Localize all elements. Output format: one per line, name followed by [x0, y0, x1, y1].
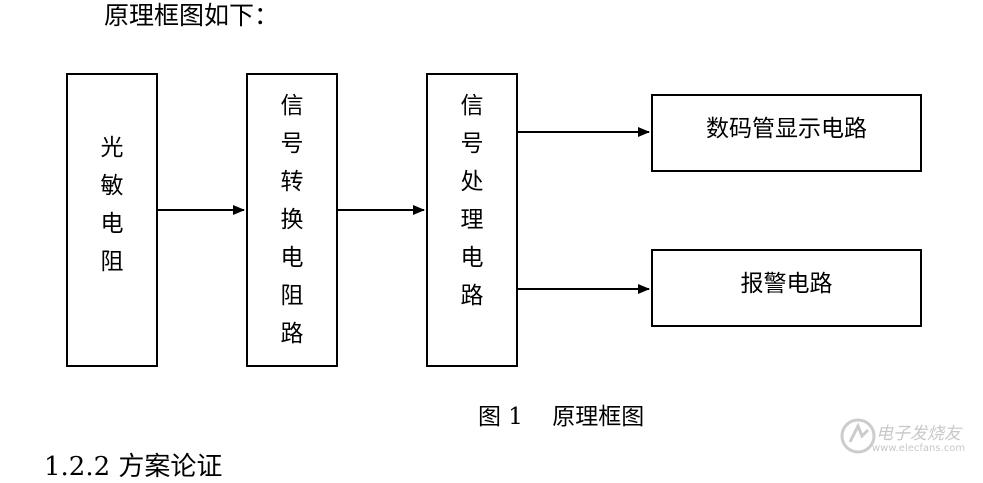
- watermark-url: www.elecfans.com: [872, 443, 966, 454]
- block-display-circuit: 数码管显示电路: [651, 94, 922, 172]
- section-heading: 1.2.2 方案论证: [44, 452, 223, 482]
- block-char: 光: [100, 135, 124, 161]
- block-char: 号: [460, 131, 484, 157]
- block-char: 电: [100, 211, 124, 237]
- block-signal-processing: 信 号 处 理 电 路: [426, 73, 518, 367]
- block-char: 信: [460, 93, 484, 119]
- block-char: 号: [280, 131, 304, 157]
- block-char: 阻: [100, 249, 124, 275]
- block-char: 处: [460, 169, 484, 195]
- block-char: 转: [280, 169, 304, 195]
- block-photoresistor: 光 敏 电 阻: [66, 73, 158, 367]
- block-char: 路: [280, 321, 304, 347]
- block-char: 信: [280, 93, 304, 119]
- block-alarm-label: 报警电路: [740, 271, 833, 297]
- block-char: 电: [460, 245, 484, 271]
- block-alarm-circuit: 报警电路: [651, 249, 922, 327]
- watermark-logo-icon: [840, 418, 876, 454]
- block-char: 阻: [280, 283, 304, 309]
- block-signal-conversion: 信 号 转 换 电 阻 路: [246, 73, 338, 367]
- block-char: 敏: [100, 173, 124, 199]
- connector-arrows: [158, 127, 650, 294]
- watermark-brand: 电子发烧友: [876, 424, 961, 444]
- block-char: 电: [280, 245, 304, 271]
- intro-text: 原理框图如下：: [104, 1, 280, 30]
- figure-caption: 图 1 原理框图: [478, 404, 645, 430]
- block-char: 理: [460, 207, 484, 233]
- block-char: 路: [460, 283, 484, 309]
- block-display-label: 数码管显示电路: [706, 116, 867, 142]
- block-char: 换: [280, 207, 304, 233]
